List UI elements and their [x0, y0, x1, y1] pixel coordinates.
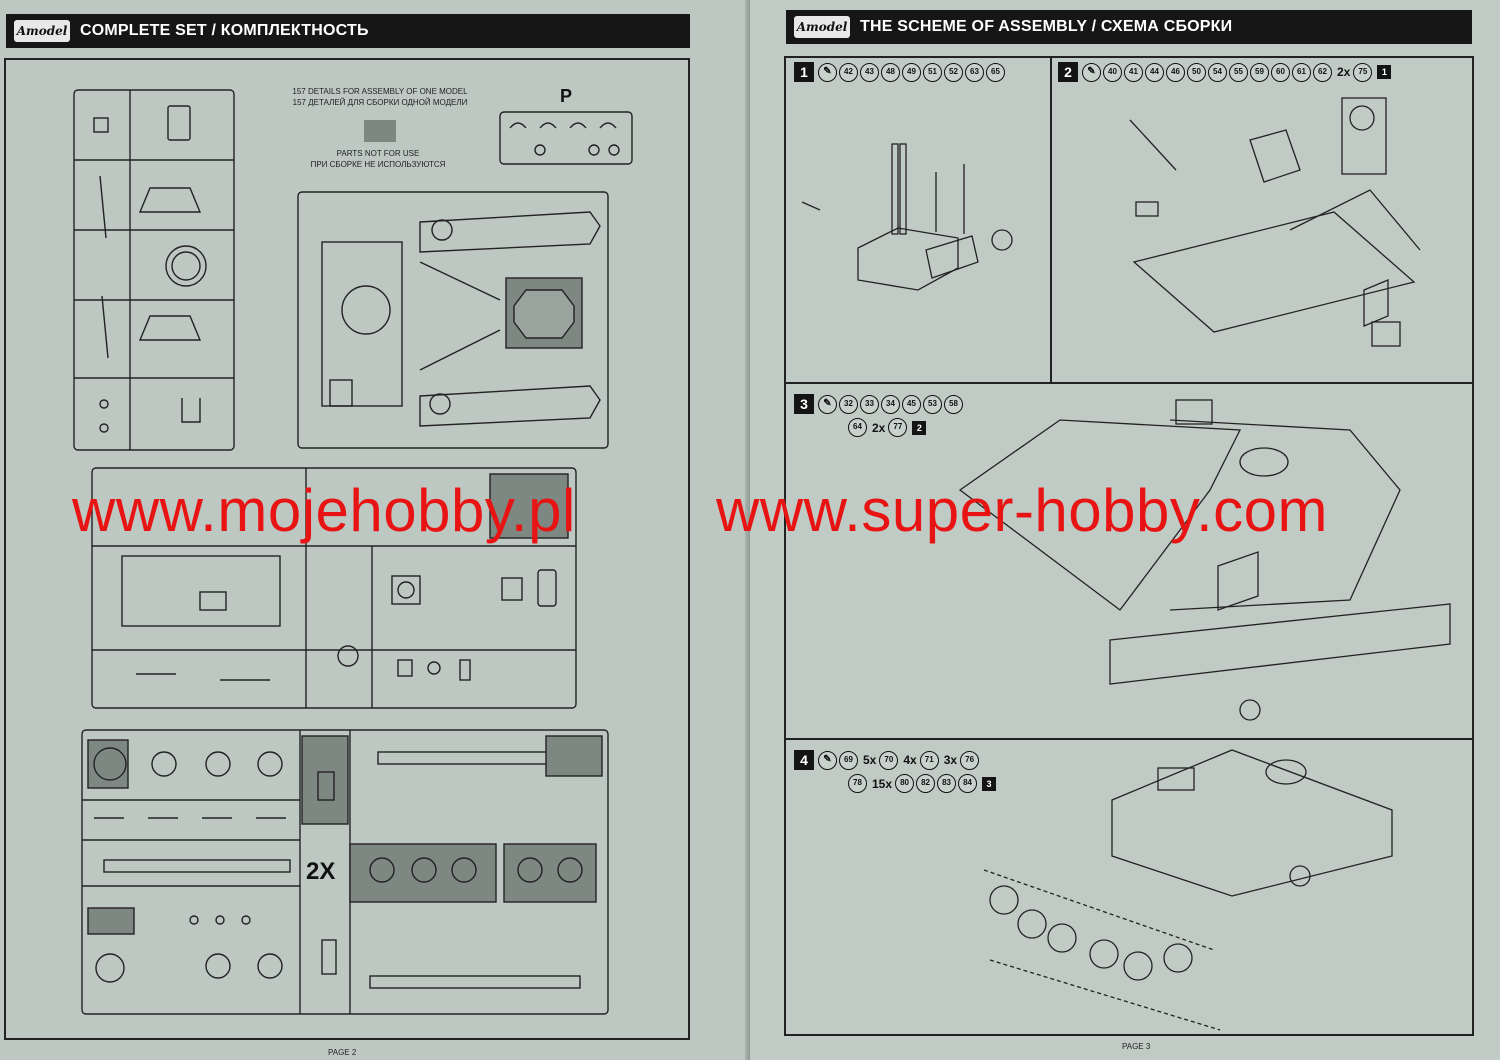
part-ref: 59	[1250, 62, 1269, 82]
page-2-label: PAGE 2	[328, 1048, 357, 1057]
part-ref: 63	[965, 62, 984, 82]
step-3-header: 3 ✎ 32 33 34 45 53 58	[794, 394, 965, 414]
step-divider-vertical	[1050, 56, 1052, 382]
unused-parts-note: PARTS NOT FOR USE ПРИ СБОРКЕ НЕ ИСПОЛЬЗУ…	[310, 149, 446, 169]
part-ref: 64	[848, 418, 867, 437]
part-ref: 55	[1229, 62, 1248, 82]
step-1-header: 1 ✎ 42 43 48 49 51 52 63 65	[794, 62, 1007, 82]
step-4-number: 4	[794, 750, 814, 770]
part-ref: 34	[881, 394, 900, 414]
part-ref: 69	[839, 750, 858, 770]
part-ref: 48	[881, 62, 900, 82]
part-ref: 42	[839, 62, 858, 82]
watermark-super-hobby: www.super-hobby.com	[716, 477, 1328, 544]
part-ref: 40	[1103, 62, 1122, 82]
assembly-drawings	[801, 97, 1451, 1031]
step-4-header: 4 ✎ 69 5x 70 4x 71 3x 76	[794, 750, 981, 770]
part-ref: 75	[1353, 62, 1373, 82]
page-assembly-scheme: Amodel THE SCHEME OF ASSEMBLY / СХЕМА СБ…	[750, 0, 1500, 1060]
step-divider-2	[784, 738, 1474, 740]
multiplier: 5x	[863, 753, 877, 767]
part-ref: 83	[937, 774, 957, 793]
part-ref: 49	[902, 62, 921, 82]
part-ref: 46	[1166, 62, 1185, 82]
part-ref: 65	[986, 62, 1005, 82]
part-ref: 58	[944, 394, 963, 414]
sprue-drawings	[73, 89, 633, 1015]
part-ref: 54	[1208, 62, 1227, 82]
part-ref: 43	[860, 62, 879, 82]
page-complete-set: Amodel COMPLETE SET / КОМПЛЕКТНОСТЬ 157 …	[4, 14, 690, 1057]
assembly-frame	[784, 56, 1474, 1036]
step-2-number: 2	[1058, 62, 1078, 82]
sprue-p-label: P	[560, 86, 573, 106]
step-3-number: 3	[794, 394, 814, 414]
glue-icon: ✎	[818, 62, 837, 82]
part-ref: 41	[1124, 62, 1143, 82]
glue-icon: ✎	[818, 394, 837, 414]
part-ref: 77	[888, 418, 908, 437]
part-ref: 32	[839, 394, 858, 414]
multiplier: 2x	[1337, 65, 1351, 79]
part-ref: 50	[1187, 62, 1206, 82]
part-ref: 78	[848, 774, 867, 793]
subassembly-ref: 1	[1377, 65, 1392, 79]
step-1-number: 1	[794, 62, 814, 82]
part-ref: 80	[895, 774, 915, 793]
assembly-title: THE SCHEME OF ASSEMBLY / СХЕМА СБОРКИ	[860, 18, 1233, 35]
glue-icon: ✎	[818, 750, 837, 770]
part-ref: 76	[960, 750, 980, 770]
multiplier: 4x	[903, 753, 917, 767]
part-ref: 51	[923, 62, 942, 82]
subassembly-ref: 2	[912, 420, 927, 435]
part-ref: 52	[944, 62, 963, 82]
step-3-line2: 64 2x 77 2	[848, 418, 927, 437]
subassembly-ref: 3	[982, 776, 997, 791]
part-ref: 53	[923, 394, 942, 414]
multiplier: 3x	[943, 753, 958, 767]
part-ref: 61	[1292, 62, 1311, 82]
part-ref: 70	[879, 750, 899, 770]
assembly-header: Amodel THE SCHEME OF ASSEMBLY / СХЕМА СБ…	[786, 10, 1472, 44]
step-2-header: 2 ✎ 40 41 44 46 50 54 55 59 60 61 62 2x …	[1058, 62, 1392, 82]
part-ref: 82	[916, 774, 936, 793]
part-ref: 62	[1313, 62, 1332, 82]
page-3-label: PAGE 3	[1122, 1042, 1151, 1051]
part-ref: 71	[919, 750, 939, 770]
step-4-line2: 78 15x 80 82 83 84 3	[848, 774, 997, 793]
multiplier: 15x	[872, 776, 893, 791]
multiplier: 2x	[872, 420, 886, 435]
unused-parts-swatch	[364, 120, 396, 142]
glue-icon: ✎	[1082, 62, 1101, 82]
complete-set-frame	[4, 58, 690, 1040]
amodel-logo-right: Amodel	[794, 16, 850, 38]
details-count-note: 157 DETAILS FOR ASSEMBLY OF ONE MODEL 15…	[292, 87, 468, 107]
twox-label: 2X	[306, 858, 336, 885]
complete-set-header: Amodel COMPLETE SET / КОМПЛЕКТНОСТЬ	[6, 14, 690, 48]
part-ref: 45	[902, 394, 921, 414]
part-ref: 84	[958, 774, 978, 793]
step-divider-1	[784, 382, 1474, 384]
complete-set-title: COMPLETE SET / КОМПЛЕКТНОСТЬ	[80, 22, 369, 39]
part-ref: 44	[1145, 62, 1164, 82]
watermark-mojehobby: www.mojehobby.pl	[72, 477, 576, 544]
part-ref: 60	[1271, 62, 1290, 82]
amodel-logo: Amodel	[14, 20, 70, 42]
part-ref: 33	[860, 394, 879, 414]
